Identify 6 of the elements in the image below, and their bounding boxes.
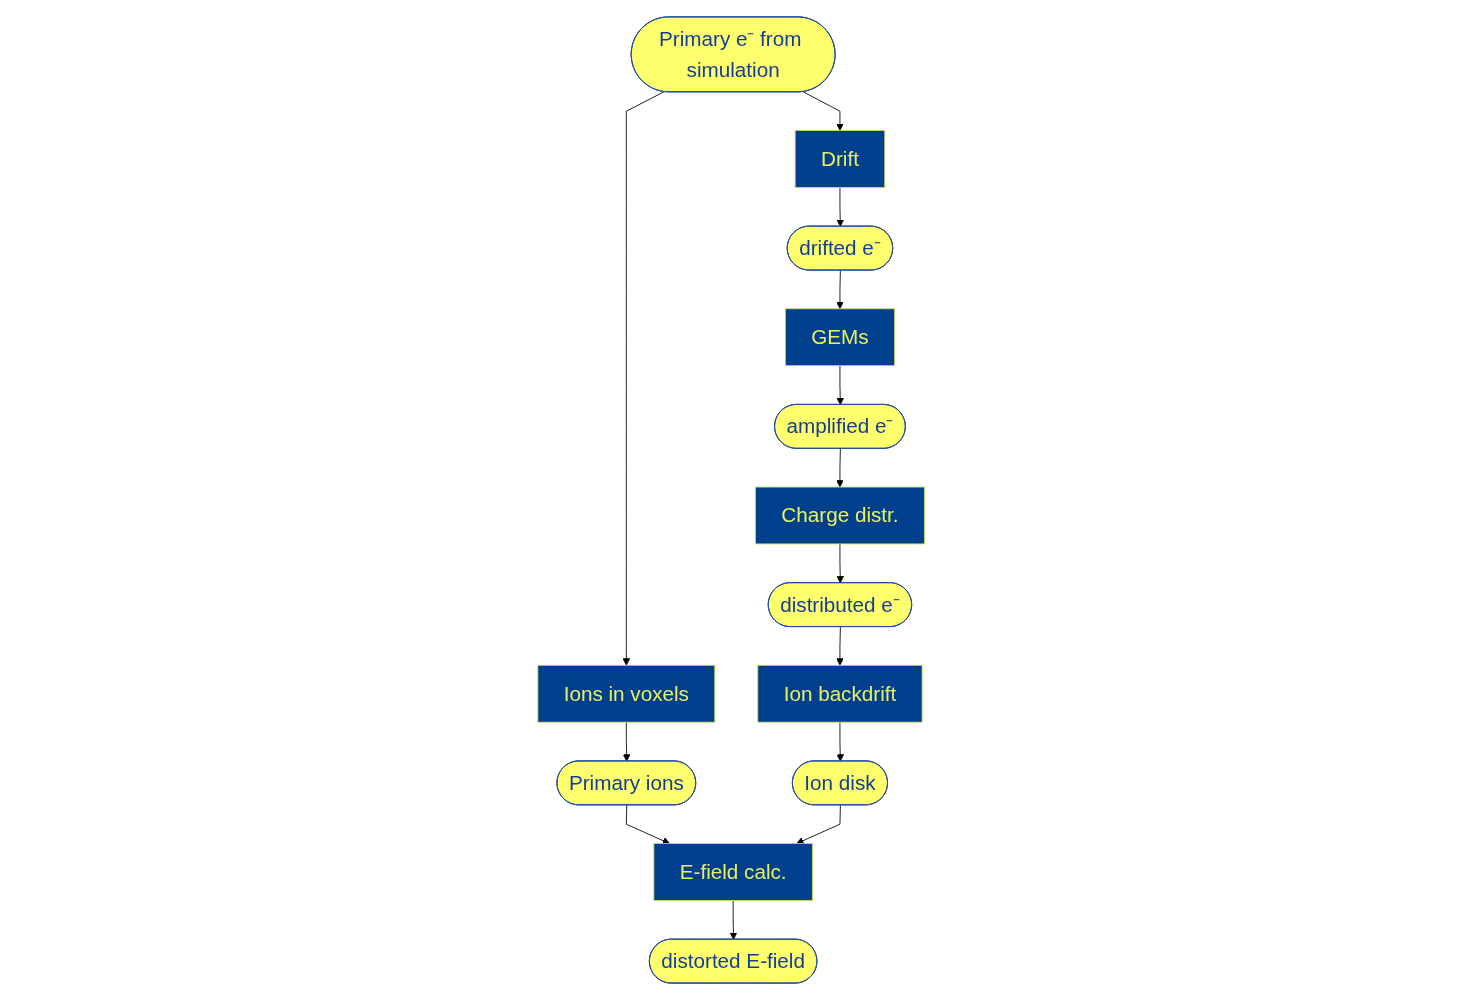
- node-box: Charge distr.: [754, 486, 925, 545]
- node-box: GEMs: [784, 308, 895, 367]
- node-box: Ions in voxels: [537, 664, 716, 723]
- node-box: E-field calc.: [653, 843, 813, 901]
- node-box: Drift: [794, 130, 885, 188]
- node-box: Ion backdrift: [757, 664, 923, 723]
